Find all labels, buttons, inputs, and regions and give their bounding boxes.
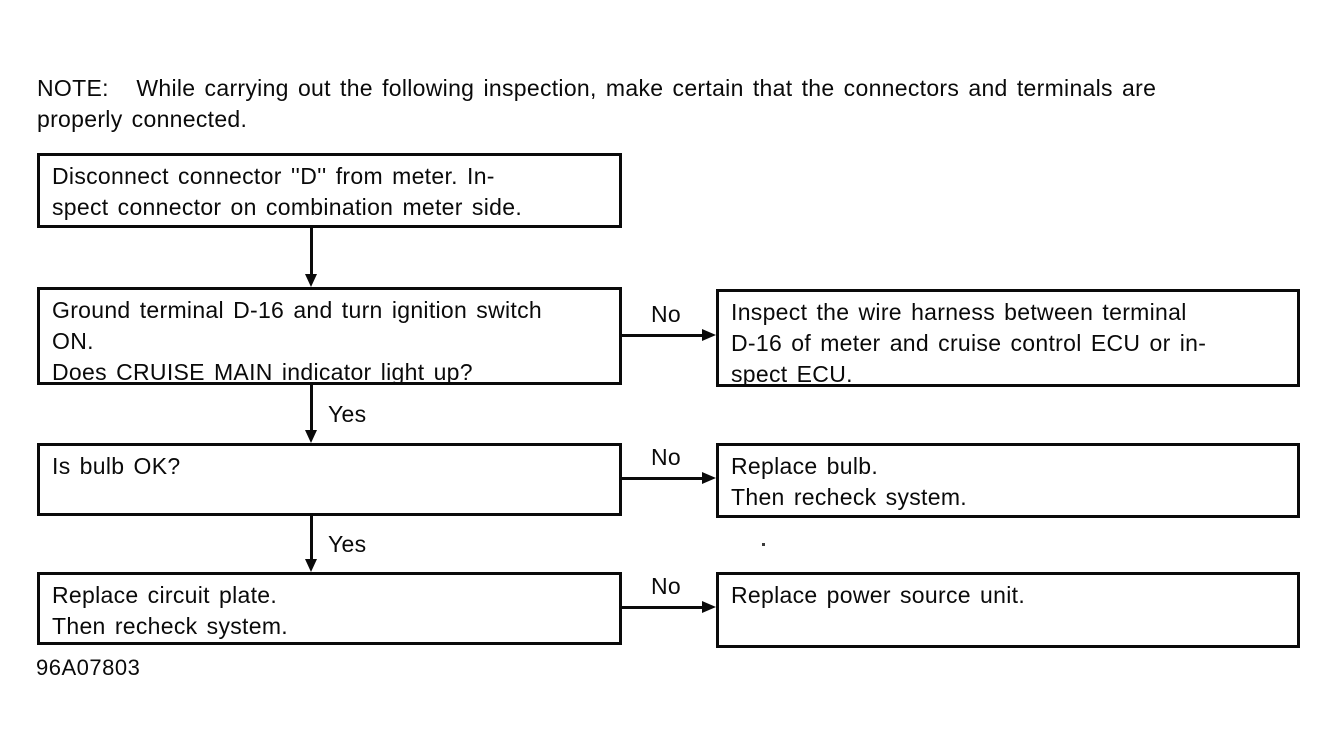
node-text-line: ON. — [52, 328, 94, 354]
branch-label-no-1: No — [651, 301, 682, 327]
connector-down-3-arrowhead-icon — [305, 559, 317, 572]
flow-node-replace-power-source-unit: Replace power source unit. — [716, 572, 1300, 648]
connector-down-2-arrowhead-icon — [305, 430, 317, 443]
branch-label-no-2: No — [651, 444, 682, 470]
branch-label-yes-2: Yes — [328, 531, 367, 557]
note-text-line-2: properly connected. — [37, 106, 248, 132]
flow-node-ground-terminal: Ground terminal D-16 and turn ignition s… — [37, 287, 622, 385]
node-text-line: Then recheck system. — [731, 484, 967, 510]
node-text-line: Does CRUISE MAIN indicator light up? — [52, 359, 473, 385]
figure-id: 96A07803 — [36, 655, 141, 680]
node-text-line: Is bulb OK? — [52, 453, 181, 479]
connector-down-1-arrowhead-icon — [305, 274, 317, 287]
flow-node-is-bulb-ok: Is bulb OK? — [37, 443, 622, 516]
connector-down-3-line — [310, 516, 313, 561]
connector-right-3-arrowhead-icon — [702, 601, 716, 613]
connector-right-2-line — [622, 477, 704, 480]
branch-label-yes-1: Yes — [328, 401, 367, 427]
note-text-line-1: NOTE: While carrying out the following i… — [37, 75, 1157, 101]
node-text-line: D-16 of meter and cruise control ECU or … — [731, 330, 1207, 356]
node-text-line: Ground terminal D-16 and turn ignition s… — [52, 297, 543, 323]
flow-node-disconnect-connector: Disconnect connector ''D'' from meter. I… — [37, 153, 622, 228]
connector-down-1-line — [310, 228, 313, 276]
connector-down-2-line — [310, 385, 313, 432]
scan-artifact-dot — [762, 543, 765, 546]
connector-right-1-arrowhead-icon — [702, 329, 716, 341]
connector-right-1-line — [622, 334, 704, 337]
node-text-line: Disconnect connector ''D'' from meter. I… — [52, 163, 495, 189]
branch-label-no-3: No — [651, 573, 682, 599]
flow-node-inspect-wire-harness: Inspect the wire harness between termina… — [716, 289, 1300, 387]
node-text-line: Replace bulb. — [731, 453, 879, 479]
node-text-line: Replace power source unit. — [731, 582, 1026, 608]
flow-node-replace-bulb: Replace bulb. Then recheck system. — [716, 443, 1300, 518]
node-text-line: Then recheck system. — [52, 613, 288, 639]
connector-right-2-arrowhead-icon — [702, 472, 716, 484]
flow-node-replace-circuit-plate: Replace circuit plate. Then recheck syst… — [37, 572, 622, 645]
node-text-line: spect connector on combination meter sid… — [52, 194, 523, 220]
node-text-line: spect ECU. — [731, 361, 853, 387]
node-text-line: Inspect the wire harness between termina… — [731, 299, 1187, 325]
connector-right-3-line — [622, 606, 704, 609]
node-text-line: Replace circuit plate. — [52, 582, 278, 608]
